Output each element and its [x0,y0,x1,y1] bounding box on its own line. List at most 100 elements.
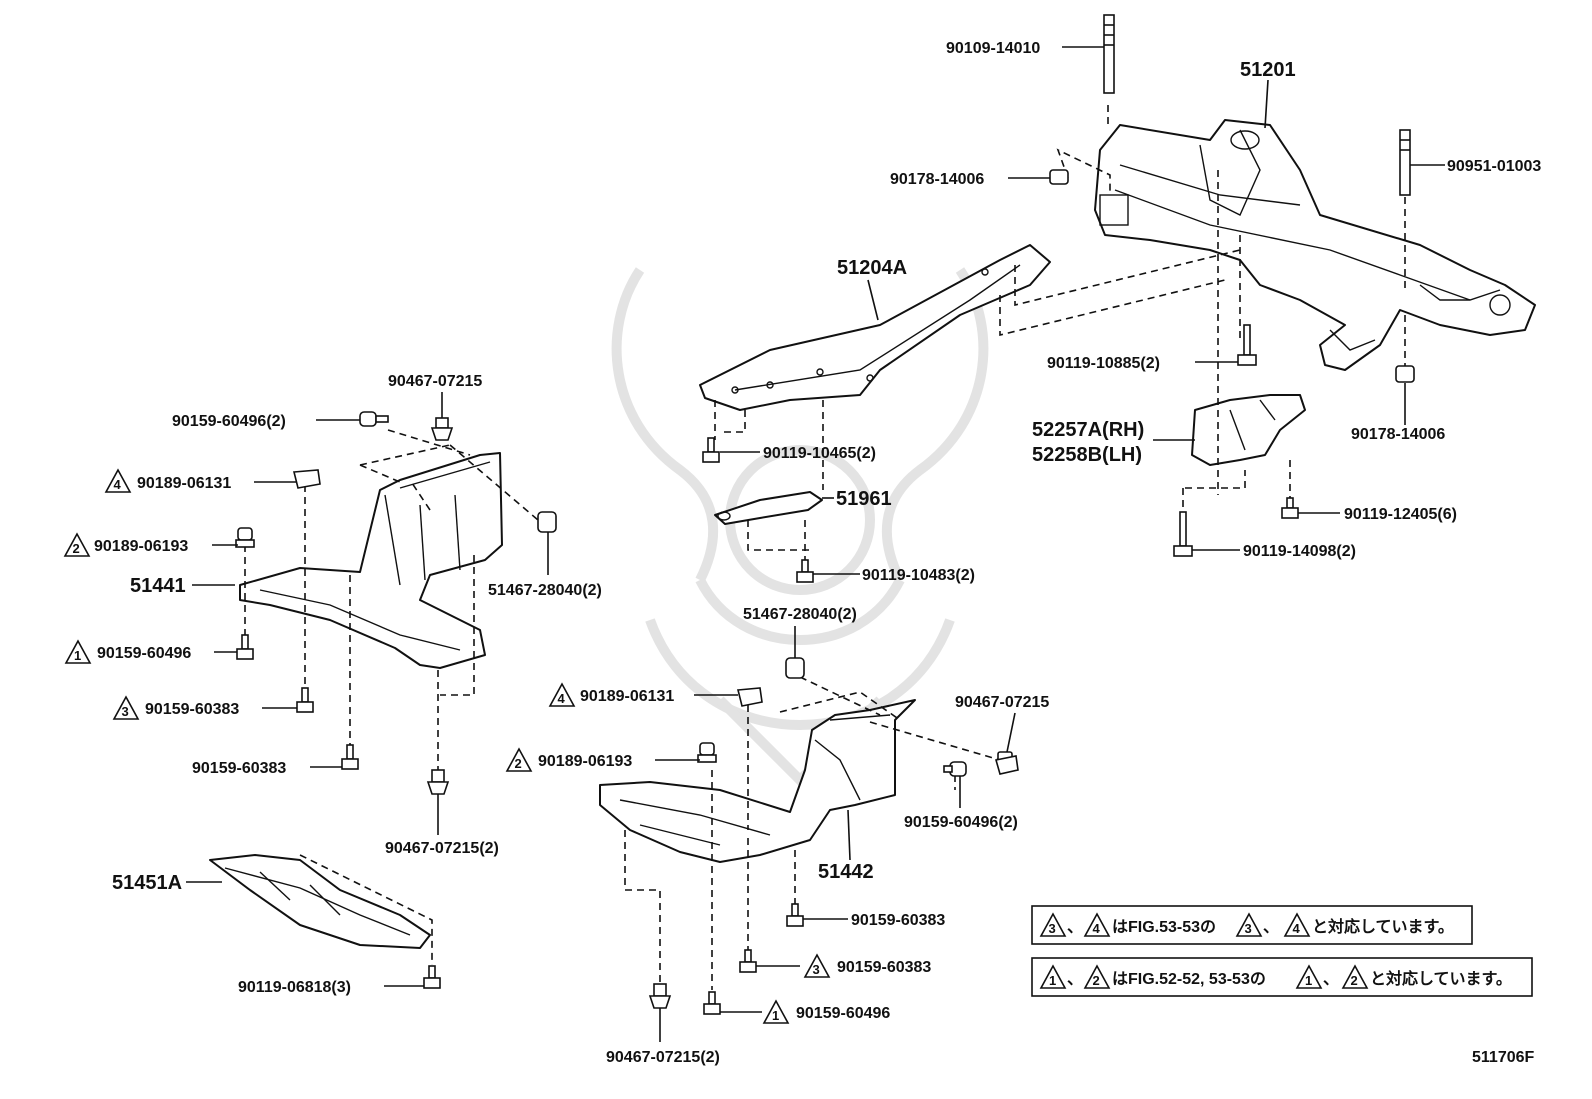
part-labels: 90109-14010 51201 90951-01003 90178-1400… [94,40,1541,1066]
member-51204A [699,244,1051,411]
screw-icon [943,761,967,777]
marker-triangle-3: 3 [112,695,140,720]
bolt-icon [341,744,359,770]
bolt-icon [1281,497,1299,519]
svg-text:2: 2 [73,541,80,556]
bolt-icon [296,687,314,713]
grommet-icon [537,511,557,533]
svg-text:4: 4 [558,691,566,706]
cover-51442 [599,699,916,863]
clip-icon [648,983,672,1009]
svg-text:4: 4 [114,477,122,492]
stud-icon [1103,14,1115,94]
note-box-2: 1 、 2 はFIG.52-52, 53-53の 1 、 2 と対応しています。 [1031,957,1533,997]
nut-icon [1395,365,1415,383]
label-90189-06193-right: 90189-06193 [538,753,632,770]
label-51451A: 51451A [112,872,182,894]
label-90467-07215-top: 90467-07215 [388,373,482,390]
svg-text:、: 、 [1067,919,1083,936]
clip-icon [426,769,450,795]
svg-text:はFIG.52-52, 53-53の: はFIG.52-52, 53-53の [1112,971,1266,988]
svg-text:はFIG.53-53の: はFIG.53-53の [1112,919,1216,936]
label-52258B: 52258B(LH) [1032,444,1142,466]
label-51961: 51961 [836,488,892,510]
label-90119-10885: 90119-10885(2) [1047,355,1160,372]
bolt-icon [703,991,721,1015]
bolt-icon [236,634,254,660]
svg-text:4: 4 [1293,921,1301,936]
subframe-51201 [1094,119,1536,371]
marker-triangle-4: 4 [104,468,132,493]
leader-lines [186,46,1445,1042]
svg-text:、: 、 [1323,971,1339,988]
svg-text:、: 、 [1263,919,1279,936]
svg-text:1: 1 [772,1008,779,1023]
bracket-51961 [714,491,823,525]
bolt-icon [423,965,441,989]
label-51442: 51442 [818,861,874,883]
svg-text:3: 3 [1049,921,1056,936]
bracket-52257A [1191,394,1306,466]
svg-text:1: 1 [1049,973,1056,988]
bolt-icon [1173,511,1193,557]
label-90119-06818: 90119-06818(3) [238,979,351,996]
label-90109-14010: 90109-14010 [946,40,1040,57]
nut-clip-icon [736,687,763,707]
label-90159-60496-top: 90159-60496(2) [172,413,286,430]
label-51201: 51201 [1240,59,1296,81]
label-52257A: 52257A(RH) [1032,419,1144,441]
label-90159-60383-left-marked: 90159-60383 [145,701,239,718]
marker-triangle-1: 1 [64,639,92,664]
svg-text:2: 2 [1093,973,1100,988]
label-90159-60496-marked: 90159-60496 [796,1005,890,1022]
marker-triangle-2: 2 [63,532,91,557]
bolt-icon [786,903,804,927]
note-box-1: 3 、 4 はFIG.53-53の 3 、 4 と対応しています。 [1031,905,1473,945]
grommet-icon [785,657,805,679]
label-90159-60383-left: 90159-60383 [192,760,286,777]
marker-triangle-4: 4 [548,682,576,707]
clip-icon [235,527,255,548]
label-90159-60496-left: 90159-60496 [97,645,191,662]
cover-51441 [239,452,503,669]
label-90119-10465: 90119-10465(2) [763,445,876,462]
marker-triangle-3: 3 [803,953,831,978]
svg-text:3: 3 [1245,921,1252,936]
svg-text:3: 3 [813,962,820,977]
label-90119-12405: 90119-12405(6) [1344,506,1457,523]
label-51204A: 51204A [837,257,907,279]
bolt-icon [739,949,757,973]
label-90159-60383-mid: 90159-60383 [851,912,945,929]
label-90951-01003: 90951-01003 [1447,158,1541,175]
screw-icon [359,411,389,427]
svg-text:3: 3 [122,704,129,719]
label-90159-60383-marked: 90159-60383 [837,959,931,976]
label-90467-07215-left-2: 90467-07215(2) [385,840,499,857]
label-90189-06193-left: 90189-06193 [94,538,188,555]
label-51467-28040-right: 51467-28040(2) [743,606,857,623]
label-90178-14006-top: 90178-14006 [890,171,984,188]
assembly-dashes [244,105,1406,990]
figure-code: 511706F [1472,1049,1535,1066]
marker-triangle-2: 2 [505,747,533,772]
svg-text:と対応しています。: と対応しています。 [1312,917,1454,936]
svg-text:と対応しています。: と対応しています。 [1370,969,1512,988]
clip-icon [994,751,1019,775]
nut-clip-icon [292,469,321,489]
bolt-icon [702,437,720,463]
svg-text:2: 2 [515,756,522,771]
stud-icon [1399,129,1411,196]
label-90467-07215-right: 90467-07215 [955,694,1049,711]
label-90467-07215-bottom: 90467-07215(2) [606,1049,720,1066]
svg-text:1: 1 [74,648,81,663]
bolt-icon [796,559,814,583]
clip-icon [697,742,717,763]
label-51467-28040-left: 51467-28040(2) [488,582,602,599]
label-90159-60496-right: 90159-60496(2) [904,814,1018,831]
svg-text:2: 2 [1351,973,1358,988]
fasteners [235,14,1415,1015]
label-90189-06131-right: 90189-06131 [580,688,674,705]
bolt-icon [1237,324,1257,366]
svg-text:1: 1 [1305,973,1312,988]
